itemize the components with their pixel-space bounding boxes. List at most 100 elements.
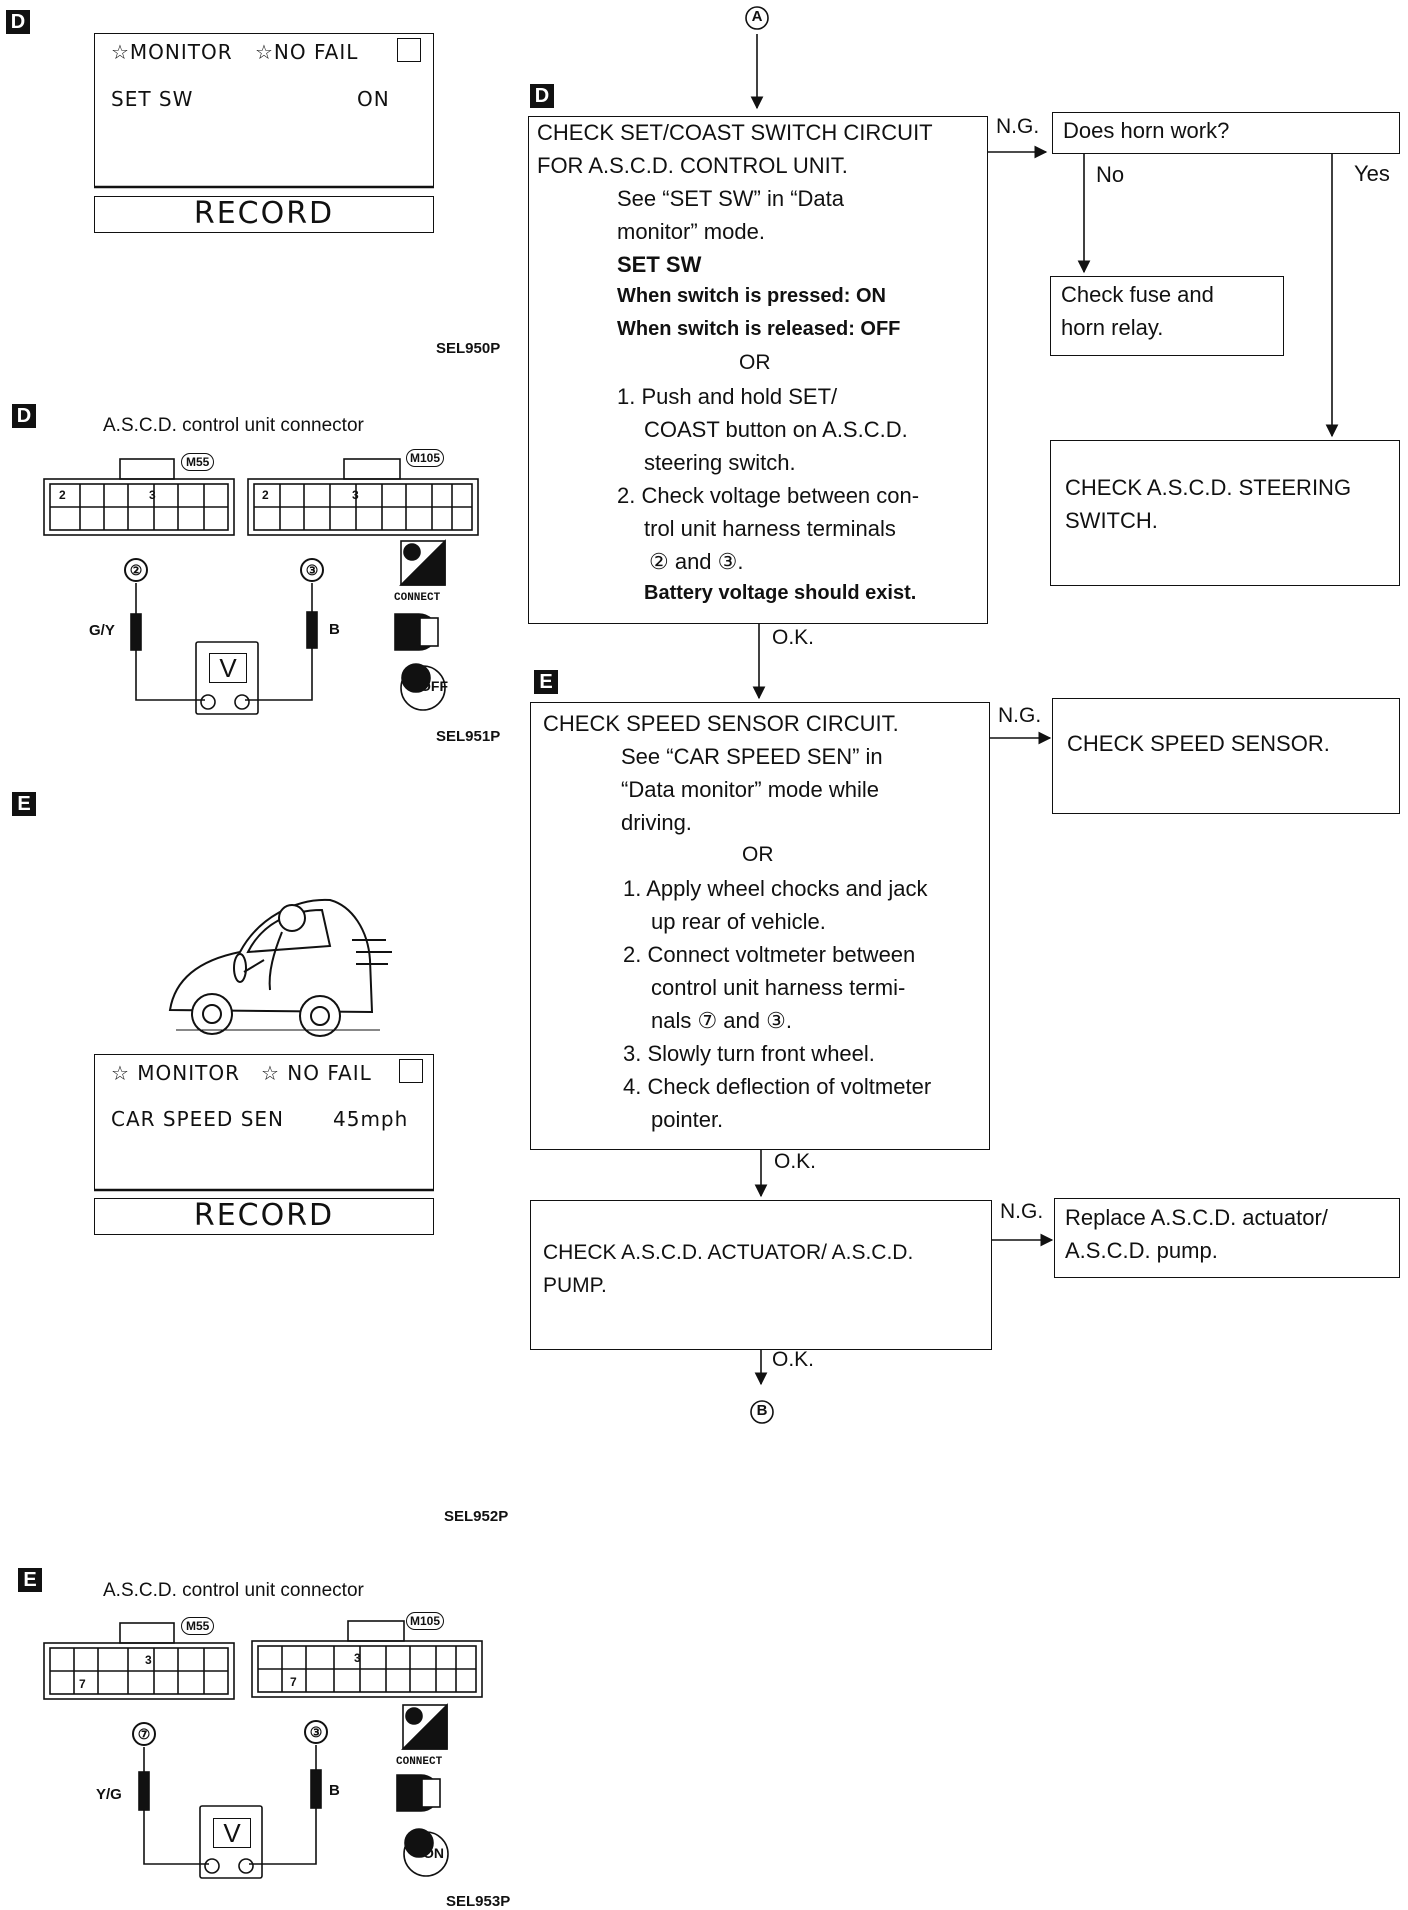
fuse-relay-text: Check fuse and	[1061, 282, 1214, 307]
monitor-item: CAR SPEED SEN	[111, 1107, 284, 1131]
probe-terminal-label: ②	[124, 558, 148, 582]
wire-color-label: G/Y	[89, 622, 115, 639]
connector-m55-label: M55	[181, 1617, 215, 1635]
ng-label: N.G.	[1000, 1200, 1044, 1223]
step-d-text: 1. Push and hold SET/	[617, 384, 838, 409]
wire-color-label: Y/G	[96, 1786, 122, 1803]
monitor-label: ☆ MONITOR	[111, 1061, 240, 1085]
checkbox-icon	[399, 1059, 423, 1083]
pin-label: 7	[290, 1675, 297, 1689]
fuse-relay-text: horn relay.	[1061, 315, 1164, 340]
connector-title: A.S.C.D. control unit connector	[103, 1580, 364, 1601]
connector-a-icon	[745, 6, 769, 30]
ignition-key-icon	[403, 1828, 449, 1877]
horn-question-box: Does horn work?	[1052, 112, 1400, 154]
step-d-text: COAST button on A.S.C.D.	[644, 417, 908, 442]
steering-switch-text: CHECK A.S.C.D. STEERING	[1065, 475, 1352, 500]
horn-question: Does horn work?	[1063, 118, 1230, 143]
pin-label: 3	[354, 1651, 361, 1665]
monitor-item: SET SW	[111, 87, 194, 111]
step-d-text: Battery voltage should exist.	[644, 582, 917, 604]
connector-m55	[43, 1622, 235, 1700]
car-driver-illustration	[168, 898, 392, 1037]
pin-label: 2	[59, 488, 66, 502]
ng-label: N.G.	[996, 115, 1040, 138]
record-button[interactable]: RECORD	[94, 1198, 434, 1235]
step-d-text: When switch is released: OFF	[617, 318, 901, 340]
record-button[interactable]: RECORD	[94, 196, 434, 233]
yes-branch-label: Yes	[1354, 161, 1390, 186]
figure-code: SEL953P	[446, 1893, 511, 1910]
pin-label: 7	[79, 1677, 86, 1691]
actuator-text: PUMP.	[543, 1274, 607, 1297]
checkbox-icon	[397, 38, 421, 62]
speed-sensor-box: CHECK SPEED SENSOR.	[1052, 698, 1400, 814]
actuator-text: CHECK A.S.C.D. ACTUATOR/ A.S.C.D.	[543, 1241, 914, 1264]
step-e-box: CHECK SPEED SENSOR CIRCUIT. See “CAR SPE…	[530, 702, 990, 1150]
replace-actuator-text: A.S.C.D. pump.	[1065, 1238, 1218, 1263]
connect-label: CONNECT	[396, 1756, 443, 1768]
step-e-title: CHECK SPEED SENSOR CIRCUIT.	[543, 711, 899, 736]
connector-m105-label: M105	[406, 1612, 445, 1630]
ok-label: O.K.	[772, 1348, 815, 1371]
consult-hs-icon	[399, 539, 446, 586]
step-d-text: When switch is pressed: ON	[617, 285, 886, 307]
figure-code: SEL950P	[436, 340, 501, 357]
step-d-text: monitor” mode.	[617, 219, 765, 244]
voltmeter-display: V	[209, 653, 247, 683]
section-tag-d: D	[6, 10, 30, 34]
voltmeter-display: V	[213, 1818, 251, 1848]
monitor-label: ☆MONITOR	[111, 40, 233, 64]
step-e-text: 3. Slowly turn front wheel.	[623, 1041, 875, 1066]
step-d-text: 2. Check voltage between con-	[617, 483, 920, 508]
monitor-value: ON	[357, 87, 390, 111]
figure-code: SEL951P	[436, 728, 501, 745]
step-e-text: See “CAR SPEED SEN” in	[621, 744, 883, 769]
pin-label: 2	[262, 488, 269, 502]
wire-color-label: B	[329, 621, 340, 638]
section-tag-d: D	[12, 404, 36, 428]
actuator-box: CHECK A.S.C.D. ACTUATOR/ A.S.C.D. PUMP.	[530, 1200, 992, 1350]
pin-label: 3	[145, 1653, 152, 1667]
connector-m55	[43, 458, 235, 536]
steering-switch-box: CHECK A.S.C.D. STEERING SWITCH.	[1050, 440, 1400, 586]
step-d-title: FOR A.S.C.D. CONTROL UNIT.	[537, 153, 848, 178]
connector-b-label: B	[756, 1402, 768, 1419]
connect-plug-icon	[394, 613, 439, 651]
step-e-text: pointer.	[651, 1107, 724, 1132]
probe-terminal-label: ③	[300, 558, 324, 582]
section-tag-e: E	[18, 1568, 42, 1592]
wire-color-label: B	[329, 1782, 340, 1799]
data-monitor-screen: ☆ MONITOR ☆ NO FAIL CAR SPEED SEN 45mph	[94, 1054, 434, 1190]
step-e-text: control unit harness termi-	[651, 975, 906, 1000]
steering-switch-text: SWITCH.	[1065, 508, 1158, 533]
probe-terminal-label: ⑦	[132, 1722, 156, 1746]
step-e-text: “Data monitor” mode while	[621, 777, 879, 802]
step-e-text: up rear of vehicle.	[651, 909, 826, 934]
replace-actuator-box: Replace A.S.C.D. actuator/ A.S.C.D. pump…	[1054, 1198, 1400, 1278]
pin-label: 3	[149, 488, 156, 502]
no-branch-label: No	[1096, 162, 1125, 187]
section-tag-e: E	[12, 792, 36, 816]
monitor-value: 45mph	[333, 1107, 409, 1131]
ignition-key-icon	[400, 663, 446, 711]
connector-b-icon	[750, 1400, 774, 1424]
step-d-text: See “SET SW” in “Data	[617, 186, 844, 211]
step-d-text: SET SW	[617, 252, 702, 277]
consult-hs-icon	[401, 1703, 448, 1750]
or-separator: OR	[734, 843, 782, 867]
no-fail-label: ☆ NO FAIL	[261, 1061, 372, 1085]
figure-code: SEL952P	[444, 1508, 509, 1525]
probe-terminal-label: ③	[304, 1720, 328, 1744]
fuse-relay-box: Check fuse and horn relay.	[1050, 276, 1284, 356]
connector-m105	[247, 458, 479, 536]
ng-label: N.G.	[998, 704, 1042, 727]
flow-tag-e: E	[534, 670, 558, 694]
step-e-text: driving.	[621, 810, 692, 835]
connector-m105	[251, 1620, 483, 1698]
flow-tag-d: D	[530, 84, 554, 108]
step-e-text: 1. Apply wheel chocks and jack	[623, 876, 928, 901]
or-separator: OR	[731, 351, 779, 375]
step-e-text: 4. Check deflection of voltmeter	[623, 1074, 932, 1099]
ok-label: O.K.	[774, 1150, 817, 1173]
